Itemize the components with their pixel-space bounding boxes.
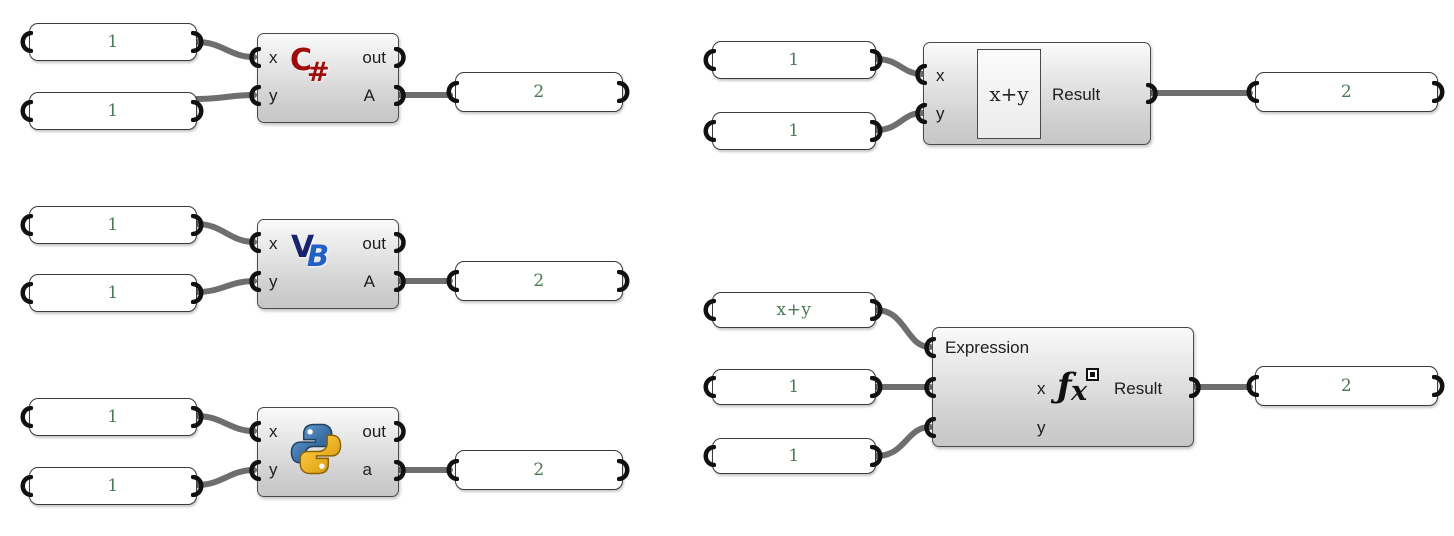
output-label-a: a	[362, 460, 372, 479]
output-label-out: out	[362, 234, 386, 253]
vb-icon-b: B	[307, 239, 330, 273]
panel-value: 1	[788, 49, 800, 70]
panel-value: 1	[788, 445, 800, 466]
python-icon	[289, 422, 343, 476]
vb-icon: V B	[291, 233, 343, 285]
input-label-x: x	[269, 234, 278, 253]
fx-icon-badge	[1086, 368, 1099, 381]
input-label-y: y	[269, 272, 278, 291]
panel-value: 1	[107, 100, 119, 121]
csharp-icon: C #	[290, 46, 340, 96]
output-label-out: out	[362, 422, 386, 441]
panel-value: 1	[107, 475, 119, 496]
input-panel-x[interactable]: 1	[712, 369, 876, 405]
input-panel-y[interactable]: 1	[712, 112, 876, 150]
output-label-result: Result	[1114, 379, 1163, 398]
evaluate-expression-box[interactable]: x+y	[977, 49, 1041, 139]
panel-value: 1	[107, 406, 119, 427]
input-panel-y[interactable]: 1	[29, 274, 197, 312]
csharp-icon-hash: #	[307, 57, 330, 88]
input-panel-x[interactable]: 1	[29, 206, 197, 244]
panel-value: 2	[1340, 81, 1353, 102]
panel-value: 2	[1340, 375, 1353, 396]
input-label-y: y	[936, 104, 945, 123]
input-panel-y[interactable]: 1	[712, 438, 876, 474]
panel-value: 1	[107, 214, 119, 235]
vb-script-component[interactable]: x y out A V B	[257, 219, 399, 309]
evaluate-expression-text: x+y	[989, 82, 1029, 106]
input-label-x: x	[269, 48, 278, 67]
panel-value: 2	[533, 459, 545, 480]
panel-value: 1	[107, 282, 119, 303]
output-label-a: A	[363, 86, 375, 105]
input-panel-y[interactable]: 1	[29, 92, 197, 130]
output-panel[interactable]: 2	[1255, 366, 1438, 406]
panel-value: 1	[788, 376, 800, 397]
output-panel[interactable]: 2	[1255, 72, 1438, 112]
input-label-x: x	[936, 66, 945, 85]
input-panel-x[interactable]: 1	[29, 23, 197, 61]
output-panel[interactable]: 2	[455, 261, 623, 301]
output-panel[interactable]: 2	[455, 72, 623, 112]
input-panel-y[interactable]: 1	[29, 467, 197, 505]
output-panel[interactable]: 2	[455, 450, 623, 490]
panel-value: x+y	[776, 299, 812, 320]
panel-value: 1	[788, 120, 800, 141]
panel-value: 2	[533, 270, 545, 291]
panel-value: 1	[107, 31, 119, 52]
expression-title: Expression	[945, 338, 1030, 357]
csharp-icon-c: C	[290, 43, 313, 78]
output-label-result: Result	[1052, 85, 1101, 104]
output-label-a: A	[363, 272, 375, 291]
input-label-x: x	[269, 422, 278, 441]
expression-string-panel[interactable]: x+y	[712, 292, 876, 328]
csharp-script-component[interactable]: x y out A C #	[257, 33, 399, 123]
evaluate-component[interactable]: x y x+y Result	[923, 42, 1151, 145]
python-script-component[interactable]: x y out a	[257, 407, 399, 497]
input-panel-x[interactable]: 1	[712, 41, 876, 79]
panel-value: 2	[533, 81, 545, 102]
input-label-y: y	[269, 460, 278, 479]
input-panel-x[interactable]: 1	[29, 398, 197, 436]
output-label-out: out	[362, 48, 386, 67]
input-label-x: x	[1037, 379, 1046, 398]
expression-component[interactable]: Expression x y ƒ x Result	[932, 327, 1194, 447]
fx-icon: ƒ x	[1057, 366, 1103, 408]
fx-icon-x: x	[1071, 376, 1088, 407]
vb-icon-v: V	[291, 230, 315, 265]
input-label-y: y	[1037, 418, 1046, 437]
fx-icon-f: ƒ	[1057, 366, 1072, 406]
input-label-y: y	[269, 86, 278, 105]
